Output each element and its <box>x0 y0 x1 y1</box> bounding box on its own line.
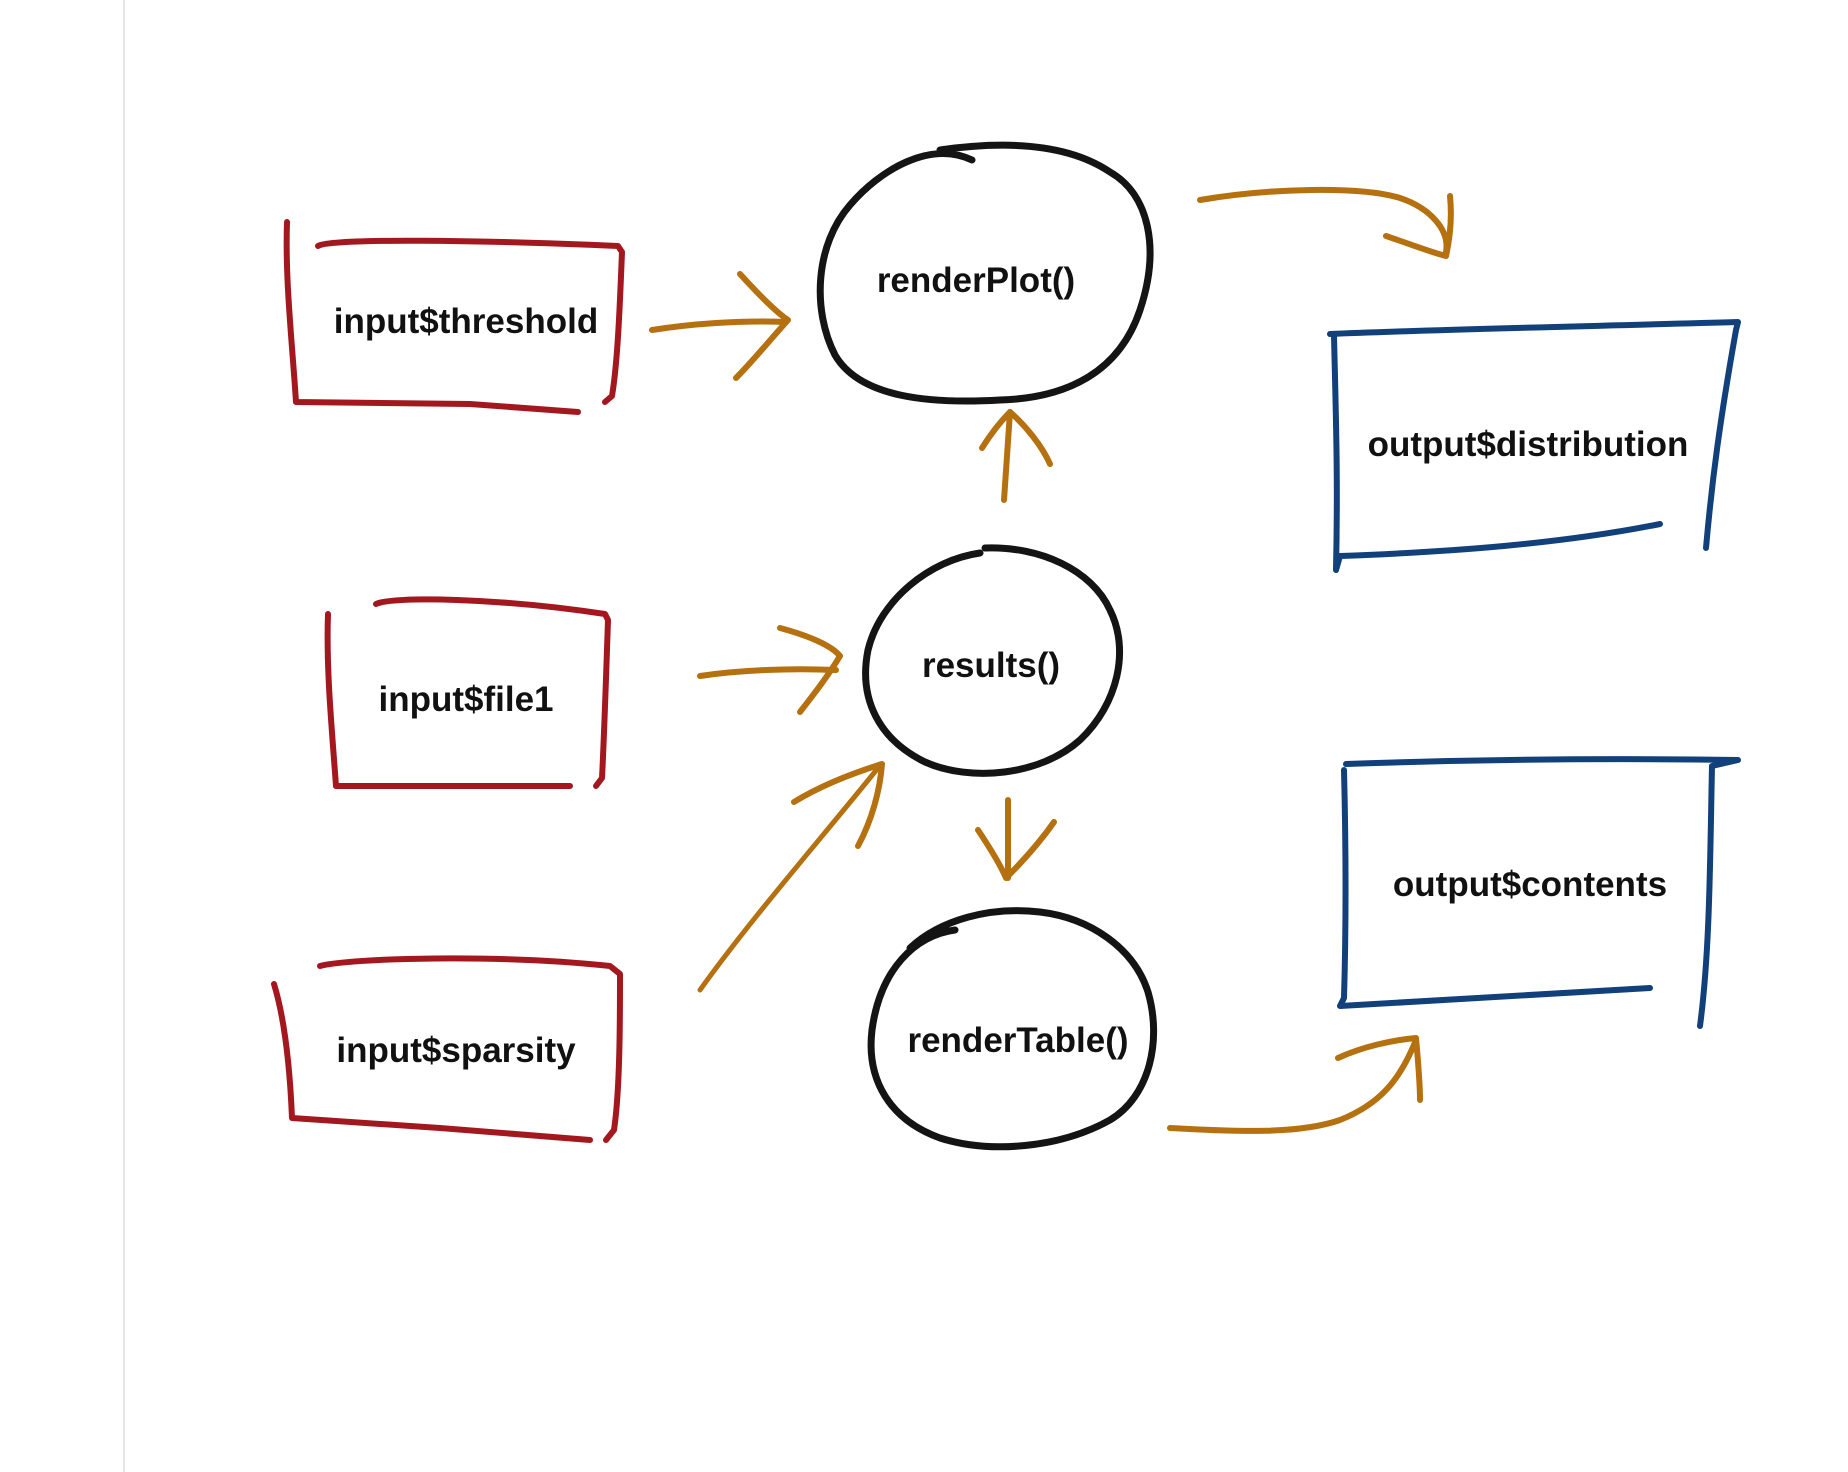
output-box-distribution-outline <box>1327 319 1741 551</box>
arrow-rendertable-contents-shaft <box>1167 1037 1419 1134</box>
arrow-renderplot-distribution-head <box>1383 193 1454 259</box>
input-node-file1: input$file1 <box>324 596 611 789</box>
arrow-sparsity-results-head <box>791 761 885 849</box>
input-label-sparsity: input$sparsity <box>336 1031 576 1070</box>
arrow-threshold-to-renderplot <box>649 271 791 381</box>
arrow-results-rendertable-head <box>975 819 1057 881</box>
output-box-contents-outline <box>1343 756 1741 1029</box>
reactive-node-rendertable: renderTable() <box>867 907 1158 1151</box>
output-node-contents: output$contents <box>1337 756 1741 1029</box>
arrow-renderplot-to-distribution <box>1197 186 1454 259</box>
input-node-sparsity: input$sparsity <box>271 955 623 1143</box>
reactive-label-results: results() <box>922 646 1060 685</box>
input-box-threshold-outline-top <box>315 237 625 405</box>
arrow-results-to-renderplot <box>979 409 1053 503</box>
reactive-circle-rendertable <box>867 907 1158 1151</box>
input-box-sparsity-outline <box>271 981 593 1143</box>
arrow-renderplot-distribution-shaft <box>1197 186 1450 255</box>
input-label-threshold: input$threshold <box>334 302 598 341</box>
arrow-sparsity-results-shaft <box>697 765 881 993</box>
output-node-distribution: output$distribution <box>1327 319 1741 573</box>
output-box-contents-outline-bottom <box>1337 767 1653 1009</box>
arrow-sparsity-to-results <box>697 761 885 993</box>
page-margin-line <box>123 0 125 1472</box>
arrow-rendertable-contents-head <box>1335 1035 1423 1103</box>
output-box-distribution-outline-bottom <box>1331 333 1663 573</box>
reactive-label-renderplot: renderPlot() <box>877 261 1075 300</box>
input-box-file1-outline-top <box>373 596 611 789</box>
arrow-results-renderplot-head <box>979 409 1053 467</box>
reactive-circle-renderplot <box>816 141 1154 405</box>
arrow-threshold-renderplot-shaft <box>649 318 789 333</box>
reactive-node-results: results() <box>862 544 1124 777</box>
arrow-results-to-rendertable <box>975 797 1057 881</box>
reactive-node-renderplot: renderPlot() <box>816 141 1154 405</box>
output-label-distribution: output$distribution <box>1368 425 1689 464</box>
arrow-file1-results-shaft <box>697 666 839 679</box>
arrow-results-renderplot-shaft <box>1001 409 1013 503</box>
input-box-sparsity-outline-top <box>317 955 623 1143</box>
reactive-label-rendertable: renderTable() <box>907 1021 1128 1060</box>
input-box-file1-outline <box>324 611 573 789</box>
arrow-rendertable-to-contents <box>1167 1035 1423 1134</box>
arrow-threshold-renderplot-head <box>733 271 791 381</box>
reactive-circle-results <box>862 544 1124 777</box>
arrow-file1-results-head <box>777 625 843 715</box>
output-label-contents: output$contents <box>1393 865 1667 904</box>
input-label-file1: input$file1 <box>378 680 553 719</box>
input-box-threshold-outline <box>283 219 581 415</box>
input-node-threshold: input$threshold <box>283 219 625 415</box>
arrow-file1-to-results <box>697 625 843 715</box>
